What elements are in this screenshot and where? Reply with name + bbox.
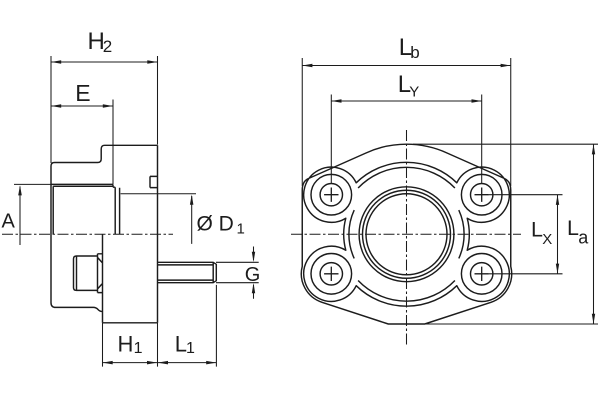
svg-text:1: 1 [186,340,195,357]
svg-text:b: b [410,43,419,62]
svg-text:a: a [578,228,589,248]
svg-text:G: G [245,264,261,286]
svg-text:L: L [399,34,412,61]
svg-text:L: L [531,218,543,242]
svg-text:E: E [75,80,90,106]
svg-text:L: L [175,331,187,356]
svg-text:H: H [118,331,134,356]
svg-text:Ø D: Ø D [197,213,234,236]
svg-text:H: H [88,28,105,55]
svg-text:1: 1 [134,340,143,357]
svg-text:2: 2 [103,37,112,56]
svg-text:Y: Y [409,84,419,101]
svg-text:A: A [2,211,16,233]
svg-text:1: 1 [237,221,245,238]
svg-text:L: L [567,216,579,240]
svg-text:L: L [398,71,411,98]
svg-text:X: X [542,231,552,248]
